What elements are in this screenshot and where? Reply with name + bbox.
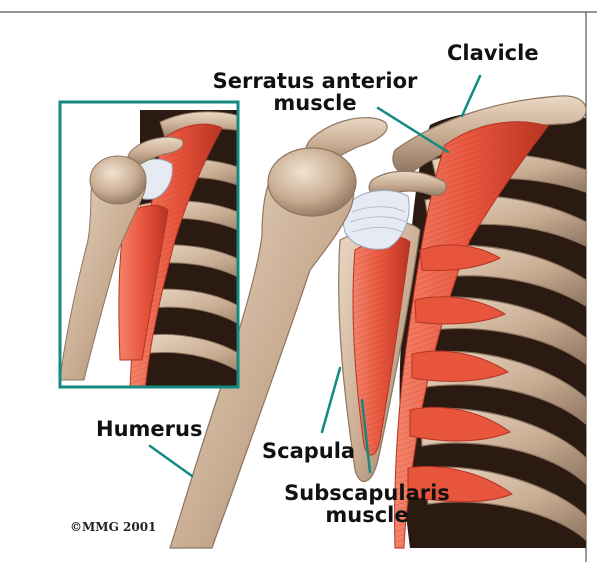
label-humerus: Humerus — [96, 418, 202, 441]
leader-scapula — [322, 368, 340, 432]
leader-humerus — [150, 446, 192, 476]
copyright-notice: ©MMG 2001 — [70, 520, 156, 534]
label-clavicle: Clavicle — [447, 42, 539, 65]
label-serratus-anterior-line2: muscle — [210, 92, 420, 115]
label-scapula: Scapula — [262, 440, 355, 463]
leader-clavicle — [462, 76, 480, 116]
label-subscapularis-line1: Subscapularis — [262, 482, 472, 505]
label-subscapularis-line2: muscle — [262, 504, 472, 527]
humeral-head — [268, 148, 356, 216]
label-serratus-anterior-line1: Serratus anterior — [210, 70, 420, 93]
